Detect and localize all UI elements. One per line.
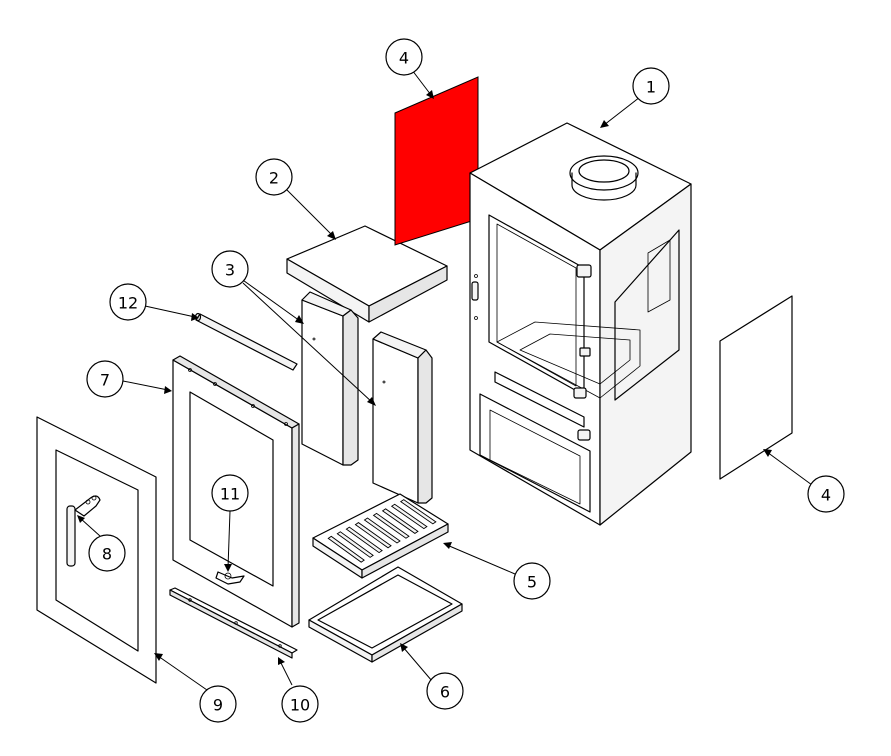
callout-label-11: 11 [220, 485, 240, 504]
callout-6: 6 [400, 643, 464, 710]
callout-4-top: 4 [385, 38, 434, 99]
callout-label-5: 5 [527, 573, 537, 592]
callout-11: 11 [211, 474, 249, 572]
callout-label-7: 7 [100, 371, 110, 390]
grate-bar [327, 535, 365, 563]
grate-bar [381, 508, 419, 534]
callout-4-right: 4 [763, 449, 845, 513]
part-ash-tray [308, 566, 463, 663]
part-rod [194, 312, 298, 371]
callout-label-9: 9 [213, 696, 223, 715]
grate-bar [354, 522, 392, 549]
callout-label-8: 8 [102, 545, 112, 564]
grate-bar [345, 526, 383, 554]
part-handle [66, 495, 101, 567]
callout-8: 8 [77, 515, 126, 572]
callout-5: 5 [443, 542, 551, 600]
callout-10: 10 [278, 657, 319, 723]
part-grate [312, 493, 449, 579]
callout-label-10: 10 [290, 696, 310, 715]
callout-label-4b: 4 [821, 486, 831, 505]
grate-bar [363, 517, 401, 544]
callout-label-12: 12 [118, 294, 138, 313]
callout-label-1: 1 [646, 78, 656, 97]
callout-label-2: 2 [269, 169, 279, 188]
grate-bar [399, 499, 437, 525]
part-back-panel-red [394, 76, 479, 246]
grate-bar [336, 531, 374, 558]
part-bottom-bracket [169, 587, 298, 659]
part-baffle-plate [286, 225, 448, 323]
callout-9: 9 [154, 653, 237, 723]
callout-7: 7 [86, 360, 172, 398]
part-side-brick-left [301, 291, 359, 466]
callout-layer: 1 2 3 4 4 [77, 38, 845, 723]
part-side-glass-panel [719, 295, 793, 480]
callout-label-3: 3 [225, 261, 235, 280]
grate-bar [372, 512, 410, 539]
callout-3: 3 [211, 250, 376, 406]
part-side-brick-right [372, 331, 433, 504]
callout-label-6: 6 [440, 683, 450, 702]
part-door-latch [215, 571, 245, 585]
part-stove-body [469, 122, 692, 526]
callout-2: 2 [255, 158, 336, 240]
callout-12: 12 [109, 283, 199, 321]
grate-bar [390, 503, 428, 530]
callout-1: 1 [600, 67, 670, 128]
callout-label-4a: 4 [399, 49, 409, 68]
